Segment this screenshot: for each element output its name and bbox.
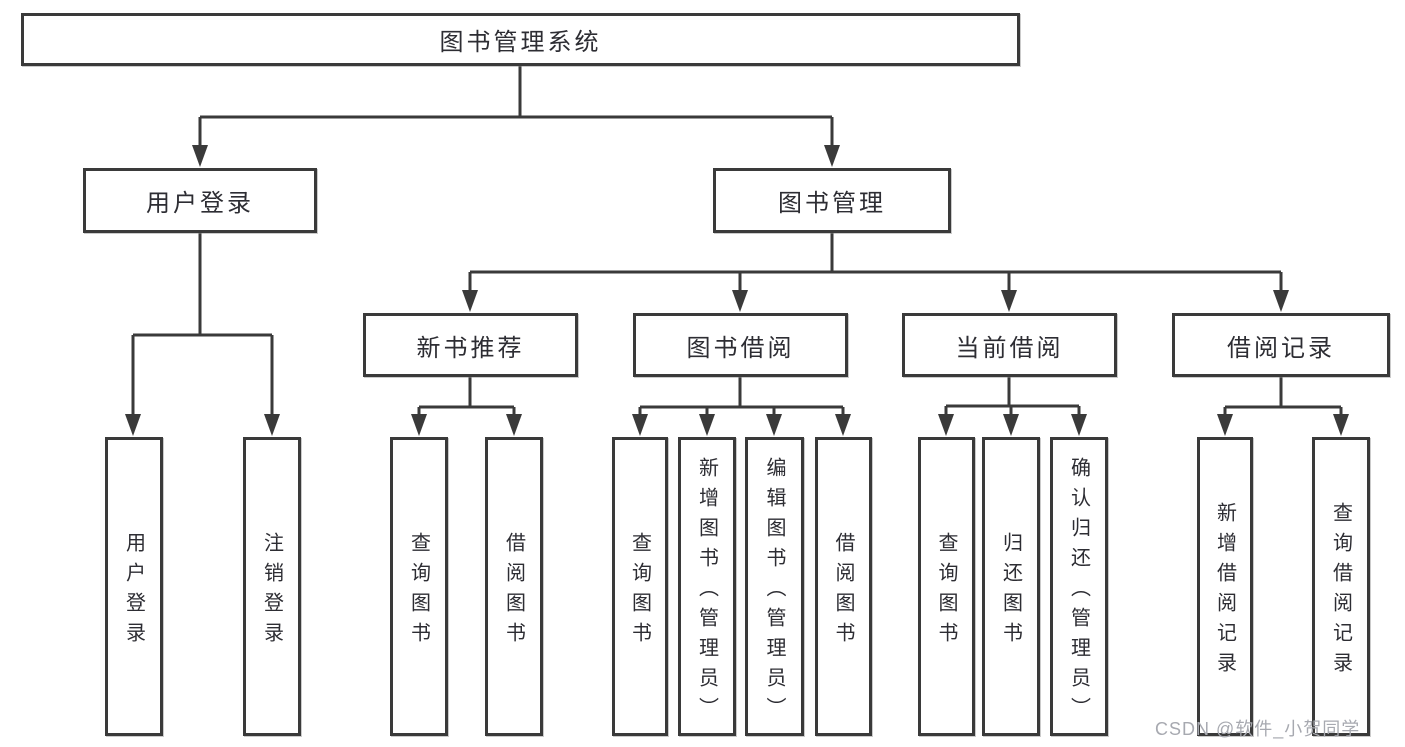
leaf-query-books-borrow: 查询图书	[612, 437, 668, 736]
leaf-query-books-recommend-label: 查询图书	[407, 531, 430, 652]
node-book-management: 图书管理	[713, 168, 951, 233]
leaf-query-books-current-label: 查询图书	[935, 531, 957, 652]
leaf-borrow-books: 借阅图书	[815, 437, 872, 736]
node-user-login-label: 用户登录	[146, 190, 254, 217]
leaf-borrow-books-recommend: 借阅图书	[485, 437, 543, 736]
csdn-watermark: CSDN @软件_小贺同学	[1155, 719, 1361, 739]
node-new-book-recommend-label: 新书推荐	[416, 334, 525, 362]
node-user-login: 用户登录	[83, 168, 317, 233]
node-book-borrow: 图书借阅	[633, 313, 848, 377]
node-book-borrow-label: 图书借阅	[686, 334, 795, 362]
arrowheads	[125, 145, 1349, 436]
leaf-confirm-return-admin-label: 确认归还（管理员）	[1067, 456, 1090, 727]
node-borrow-records-label: 借阅记录	[1227, 334, 1335, 362]
leaf-logout-label: 注销登录	[260, 531, 283, 652]
node-borrow-records: 借阅记录	[1172, 313, 1390, 377]
node-current-borrow: 当前借阅	[902, 313, 1117, 377]
leaf-query-books-recommend: 查询图书	[390, 437, 448, 736]
leaf-query-books-borrow-label: 查询图书	[628, 531, 651, 652]
leaf-query-borrow-record-label: 查询借阅记录	[1329, 501, 1352, 682]
leaf-return-book: 归还图书	[982, 437, 1040, 736]
node-root: 图书管理系统	[21, 13, 1020, 66]
node-new-book-recommend: 新书推荐	[363, 313, 578, 377]
leaf-confirm-return-admin: 确认归还（管理员）	[1050, 437, 1108, 736]
leaf-borrow-books-label: 借阅图书	[832, 531, 854, 652]
leaf-user-login-label: 用户登录	[122, 531, 145, 652]
leaf-add-book-admin: 新增图书（管理员）	[678, 437, 736, 736]
leaf-return-book-label: 归还图书	[999, 531, 1022, 652]
leaf-add-borrow-record: 新增借阅记录	[1197, 437, 1253, 736]
node-current-borrow-label: 当前借阅	[955, 334, 1064, 362]
leaf-borrow-books-recommend-label: 借阅图书	[502, 531, 525, 652]
leaf-user-login: 用户登录	[105, 437, 163, 736]
leaf-add-borrow-record-label: 新增借阅记录	[1213, 501, 1236, 682]
leaf-query-books-current: 查询图书	[918, 437, 975, 736]
node-root-label: 图书管理系统	[439, 29, 602, 56]
leaf-edit-book-admin: 编辑图书（管理员）	[745, 437, 804, 736]
leaf-logout: 注销登录	[243, 437, 301, 736]
node-book-management-label: 图书管理	[778, 190, 886, 217]
leaf-add-book-admin-label: 新增图书（管理员）	[695, 456, 718, 727]
leaf-edit-book-admin-label: 编辑图书（管理员）	[763, 456, 785, 727]
leaf-query-borrow-record: 查询借阅记录	[1312, 437, 1370, 736]
